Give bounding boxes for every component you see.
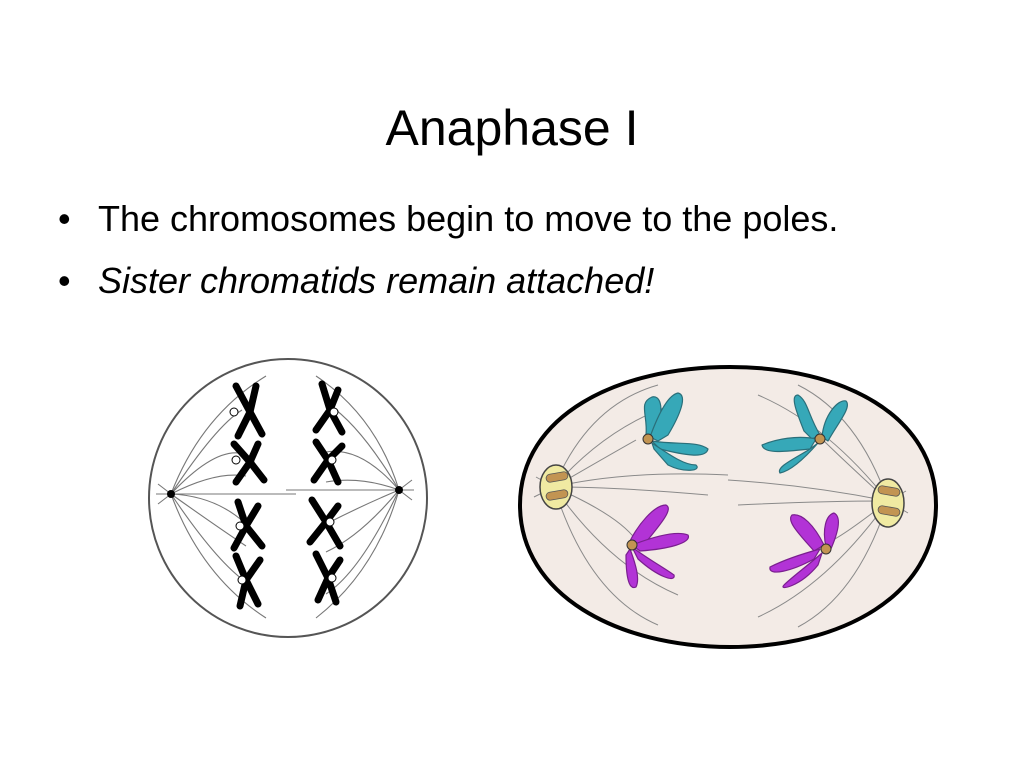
centrosome-left bbox=[539, 464, 573, 510]
bullet-marker: • bbox=[58, 260, 71, 301]
bullet-list: • The chromosomes begin to move to the p… bbox=[58, 188, 838, 312]
centromere-magenta-left bbox=[626, 539, 638, 551]
spindle-fibers-left bbox=[156, 375, 296, 619]
spindle-pole-left bbox=[167, 490, 175, 498]
centromeres-left bbox=[229, 407, 247, 585]
centromeres-right bbox=[325, 407, 339, 583]
bullet-item-2: • Sister chromatids remain attached! bbox=[58, 250, 838, 312]
centrosome-right bbox=[871, 478, 905, 528]
cell-membrane bbox=[517, 364, 939, 650]
chromosome-teal-right bbox=[761, 394, 848, 474]
centromere-teal-right bbox=[814, 433, 826, 445]
chromosome-teal-left bbox=[643, 392, 709, 471]
spindle-pole-right bbox=[395, 486, 403, 494]
bullet-text-2: Sister chromatids remain attached! bbox=[98, 260, 655, 301]
anaphase-diagram-left bbox=[146, 356, 430, 640]
bullet-text-1: The chromosomes begin to move to the pol… bbox=[98, 198, 839, 239]
cell-membrane bbox=[148, 358, 428, 638]
anaphase-cell-black-chromosomes-icon bbox=[148, 358, 428, 638]
chromosome-magenta-left bbox=[625, 504, 689, 589]
anaphase-cell-colored-chromosomes-icon bbox=[517, 364, 939, 650]
bullet-item-1: • The chromosomes begin to move to the p… bbox=[58, 188, 838, 250]
chromosome-magenta-right bbox=[769, 512, 839, 589]
bullet-marker: • bbox=[58, 198, 71, 239]
centromere-teal-left bbox=[642, 433, 654, 445]
anaphase-diagram-right bbox=[508, 355, 946, 655]
centromere-magenta-right bbox=[820, 543, 832, 555]
slide-title: Anaphase I bbox=[385, 99, 639, 156]
